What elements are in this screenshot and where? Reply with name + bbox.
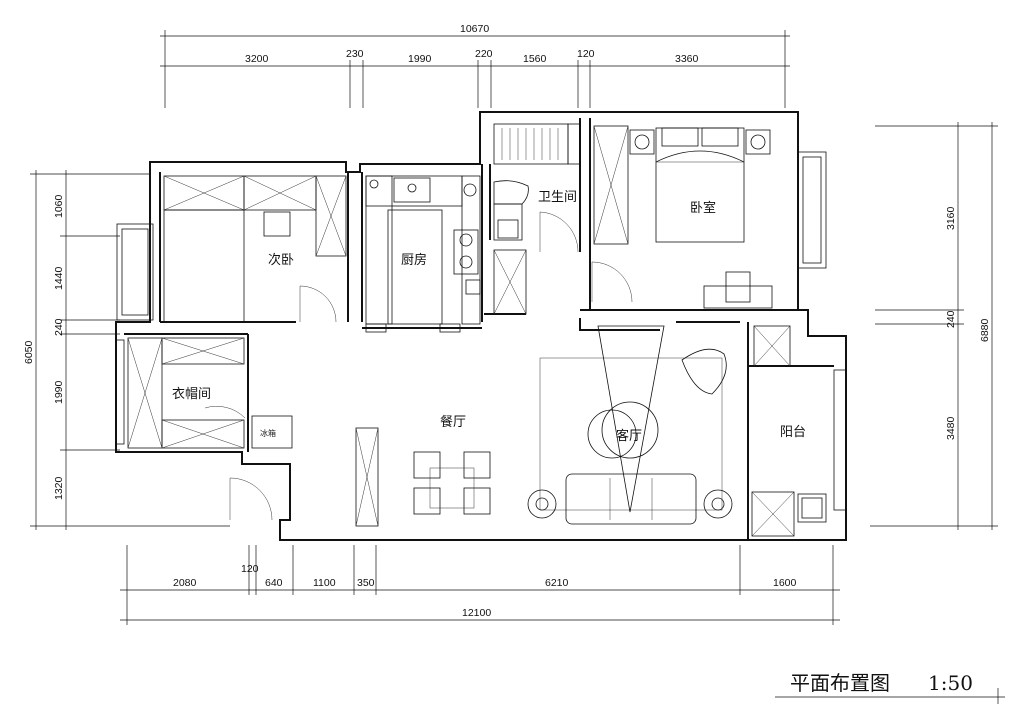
room-label-second-bedroom: 次卧 <box>268 252 294 268</box>
walls <box>115 111 847 541</box>
title-text: 平面布置图 <box>790 671 890 695</box>
bottom-dimensions: 2080 120 640 1100 350 6210 1600 12100 <box>120 545 840 625</box>
right-dim-2: 240 <box>945 310 957 328</box>
top-dim-2: 230 <box>346 48 364 60</box>
left-total-dim: 6050 <box>23 340 35 364</box>
bottom-dim-7: 1600 <box>773 577 797 589</box>
right-dim-1: 3160 <box>945 206 957 230</box>
room-label-master-bedroom: 卧室 <box>690 200 716 216</box>
bottom-dim-2: 120 <box>241 563 259 575</box>
left-dim-2: 1440 <box>53 266 65 290</box>
top-dim-7: 3360 <box>675 53 699 65</box>
room-label-balcony: 阳台 <box>780 425 806 440</box>
left-dim-3: 240 <box>53 318 65 336</box>
top-total-dim: 10670 <box>460 23 489 35</box>
windows <box>115 151 847 511</box>
second-bedroom: 次卧 <box>163 175 347 323</box>
bottom-dim-5: 350 <box>357 577 375 589</box>
top-dim-3: 1990 <box>408 53 432 65</box>
kitchen: 厨房 <box>365 175 481 333</box>
dining-room: 餐厅 <box>229 414 491 527</box>
fridge-label: 冰箱 <box>260 428 276 438</box>
left-dim-4: 1990 <box>53 380 65 404</box>
bottom-dim-4: 1100 <box>313 577 336 589</box>
left-dim-1: 1060 <box>53 194 65 218</box>
room-label-cloakroom: 衣帽间 <box>172 386 211 402</box>
bottom-total-dim: 12100 <box>462 607 491 619</box>
balcony: 阳台 <box>751 325 827 537</box>
bottom-dim-3: 640 <box>265 577 283 589</box>
cloakroom: 衣帽间 冰箱 <box>127 337 293 449</box>
title-scale: 1:50 <box>928 671 973 695</box>
bottom-dim-6: 6210 <box>545 577 569 589</box>
right-total-dim: 6880 <box>979 318 991 342</box>
room-label-living: 客厅 <box>616 428 642 444</box>
right-dim-3: 3480 <box>945 416 957 440</box>
left-dim-5: 1320 <box>53 476 65 500</box>
room-label-dining: 餐厅 <box>440 414 466 430</box>
top-dim-6: 120 <box>577 48 595 60</box>
drawing-title: 平面布置图 1:50 <box>775 671 1005 704</box>
bathroom: 卫生间 <box>493 123 581 315</box>
top-dim-1: 3200 <box>245 53 269 65</box>
living-room: 客厅 <box>527 325 733 525</box>
bottom-dim-1: 2080 <box>173 577 197 589</box>
right-dimensions: 3160 240 3480 6880 <box>870 122 998 530</box>
room-label-kitchen: 厨房 <box>401 252 427 268</box>
top-dim-5: 1560 <box>523 53 547 65</box>
room-label-bathroom: 卫生间 <box>538 190 577 205</box>
left-dimensions: 6050 1060 1440 240 1990 1320 <box>23 170 230 530</box>
top-dim-4: 220 <box>475 48 493 60</box>
master-bedroom: 卧室 <box>591 125 773 309</box>
top-dimensions: 10670 3200 230 1990 220 1560 120 3360 <box>160 23 790 108</box>
